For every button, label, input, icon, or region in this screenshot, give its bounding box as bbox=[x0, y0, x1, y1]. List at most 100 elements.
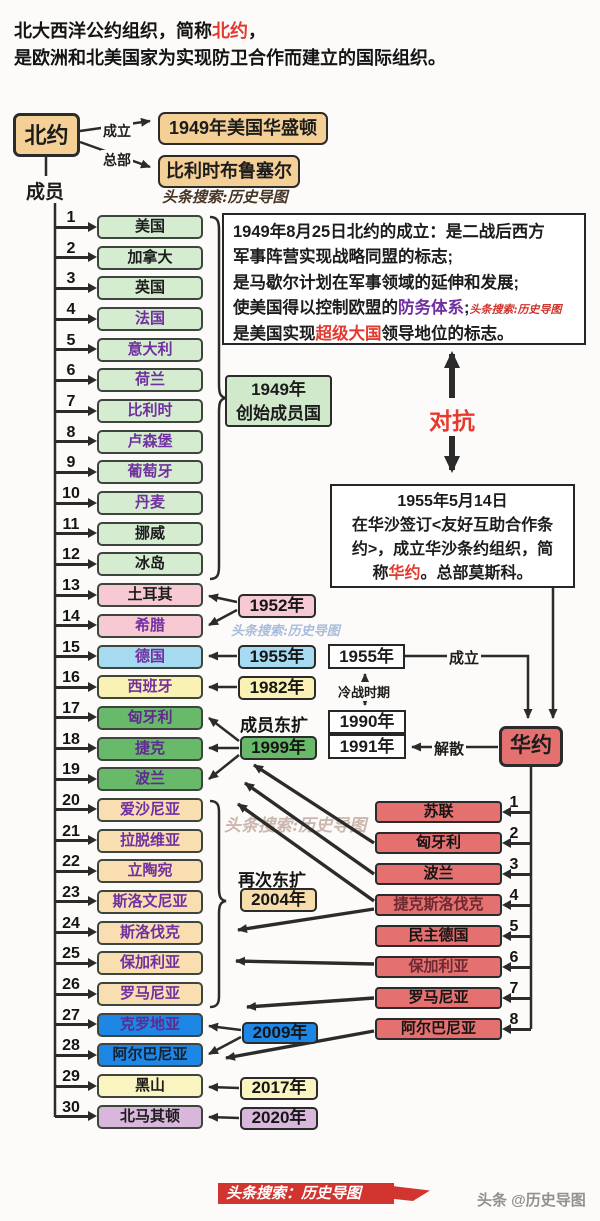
member-number: 18 bbox=[62, 730, 80, 748]
coldwar-period-label: 冷战时期 bbox=[336, 682, 393, 701]
arrow-stub bbox=[55, 1019, 97, 1030]
warsaw-member-row: 民主德国 5 bbox=[375, 918, 531, 947]
east-expansion-label: 成员东扩 bbox=[240, 716, 308, 735]
nato-member-row: 16 西班牙 bbox=[55, 669, 203, 700]
dissolved-label: 解散 bbox=[432, 738, 467, 759]
year-tag-1955: 1955年 bbox=[238, 645, 316, 669]
nato-root-box: 北约 bbox=[13, 113, 80, 157]
member-number: 1 bbox=[66, 209, 76, 226]
warsaw-root-box: 华约 bbox=[499, 726, 563, 767]
member-number: 9 bbox=[66, 454, 76, 472]
member-box: 斯洛伐克 bbox=[97, 920, 203, 945]
founded-label: 成立 bbox=[447, 647, 482, 668]
member-box: 北马其顿 bbox=[97, 1104, 203, 1129]
nato-member-row: 25 保加利亚 bbox=[55, 945, 203, 976]
member-box: 德国 bbox=[97, 644, 203, 669]
member-number: 12 bbox=[62, 546, 80, 564]
member-number: 7 bbox=[509, 980, 519, 997]
member-box: 加拿大 bbox=[97, 245, 203, 270]
member-box: 匈牙利 bbox=[375, 832, 502, 854]
footer-credit: 头条 @历史导图 bbox=[477, 1192, 586, 1209]
nato-member-row: 10 丹麦 bbox=[55, 485, 203, 516]
watermark-inline: 头条搜索:历史导图 bbox=[469, 302, 562, 316]
member-number: 2 bbox=[509, 825, 519, 842]
nato-member-row: 6 荷兰 bbox=[55, 362, 203, 393]
member-box: 拉脱维亚 bbox=[97, 828, 203, 853]
member-box: 丹麦 bbox=[97, 491, 203, 516]
second-expansion-label: 再次东扩 bbox=[238, 871, 306, 890]
nato-member-row: 8 卢森堡 bbox=[55, 424, 203, 454]
member-box: 西班牙 bbox=[97, 675, 203, 700]
arrow-stub bbox=[55, 988, 97, 999]
member-number: 24 bbox=[62, 914, 80, 932]
member-box: 美国 bbox=[97, 215, 203, 239]
nato-member-row: 15 德国 bbox=[55, 639, 203, 669]
footer-banner: 头条搜索：历史导图 bbox=[218, 1183, 394, 1204]
arrow-stub bbox=[55, 865, 97, 876]
arrow-stub bbox=[55, 282, 97, 293]
member-number: 21 bbox=[62, 822, 80, 840]
arrow-stub bbox=[55, 896, 97, 907]
member-box: 罗马尼亚 bbox=[375, 987, 502, 1009]
member-number: 15 bbox=[62, 638, 80, 656]
arrow-stub bbox=[55, 374, 97, 385]
nato-member-row: 7 比利时 bbox=[55, 393, 203, 424]
nato-member-row: 14 希腊 bbox=[55, 608, 203, 638]
page-title: 北大西洋公约组织，简称北约， 是欧洲和北美国家为实现防卫合作而建立的国际组织。 bbox=[14, 18, 446, 72]
nato-member-row: 26 罗马尼亚 bbox=[55, 976, 203, 1006]
member-number: 22 bbox=[62, 853, 80, 871]
member-number: 8 bbox=[509, 1011, 519, 1028]
member-number: 10 bbox=[62, 485, 80, 503]
year-tag-2020: 2020年 bbox=[240, 1107, 318, 1130]
nato-member-row: 9 葡萄牙 bbox=[55, 454, 203, 485]
year-tag-2009: 2009年 bbox=[242, 1022, 318, 1044]
member-number: 7 bbox=[66, 393, 76, 411]
arrow-stub bbox=[55, 1080, 97, 1091]
watermark-top: 头条搜索:历史导图 bbox=[162, 188, 288, 206]
arrow-stub bbox=[55, 957, 97, 968]
member-box: 荷兰 bbox=[97, 368, 203, 393]
member-number: 30 bbox=[62, 1098, 80, 1116]
member-box: 捷克斯洛伐克 bbox=[375, 894, 502, 916]
arrow-stub bbox=[55, 252, 97, 263]
arrow-stub bbox=[55, 927, 97, 938]
member-number: 27 bbox=[62, 1006, 80, 1024]
arrow-stub bbox=[502, 837, 531, 848]
member-number: 26 bbox=[62, 976, 80, 993]
arrow-stub bbox=[502, 1023, 531, 1034]
member-box: 捷克 bbox=[97, 736, 203, 761]
member-box: 意大利 bbox=[97, 337, 203, 362]
nato-member-row: 5 意大利 bbox=[55, 332, 203, 362]
hq-place-box: 比利时布鲁塞尔 bbox=[158, 155, 300, 188]
nato-member-row: 19 波兰 bbox=[55, 761, 203, 792]
hq-edge-label: 总部 bbox=[101, 150, 133, 170]
arrow-stub bbox=[55, 835, 97, 846]
member-number: 13 bbox=[62, 577, 80, 595]
nato-member-row: 12 冰岛 bbox=[55, 546, 203, 577]
member-box: 比利时 bbox=[97, 399, 203, 424]
member-number: 5 bbox=[66, 331, 76, 349]
member-box: 葡萄牙 bbox=[97, 460, 203, 485]
nato-member-row: 18 捷克 bbox=[55, 731, 203, 761]
year-tag-2017: 2017年 bbox=[240, 1077, 318, 1100]
year-tag-1982: 1982年 bbox=[238, 676, 316, 700]
nato-member-row: 24 斯洛伐克 bbox=[55, 915, 203, 945]
member-number: 4 bbox=[66, 301, 76, 319]
arrow-stub bbox=[55, 1111, 97, 1122]
coldwar-1955-box: 1955年 bbox=[328, 644, 405, 669]
member-box: 法国 bbox=[97, 307, 203, 332]
title-highlight: 北约 bbox=[212, 21, 248, 41]
member-box: 冰岛 bbox=[97, 552, 203, 577]
member-number: 28 bbox=[62, 1037, 80, 1055]
title-line2: 是欧洲和北美国家为实现防卫合作而建立的国际组织。 bbox=[14, 48, 446, 68]
founded-edge-label: 成立 bbox=[101, 121, 133, 141]
arrow-stub bbox=[55, 681, 97, 692]
member-box: 爱沙尼亚 bbox=[97, 797, 203, 822]
founded-place-box: 1949年美国华盛顿 bbox=[158, 112, 328, 145]
nato-member-row: 11 挪威 bbox=[55, 516, 203, 546]
member-box: 克罗地亚 bbox=[97, 1012, 203, 1037]
member-number: 29 bbox=[62, 1068, 80, 1086]
nato-member-row: 20 爱沙尼亚 bbox=[55, 792, 203, 822]
arrow-stub bbox=[55, 436, 97, 447]
